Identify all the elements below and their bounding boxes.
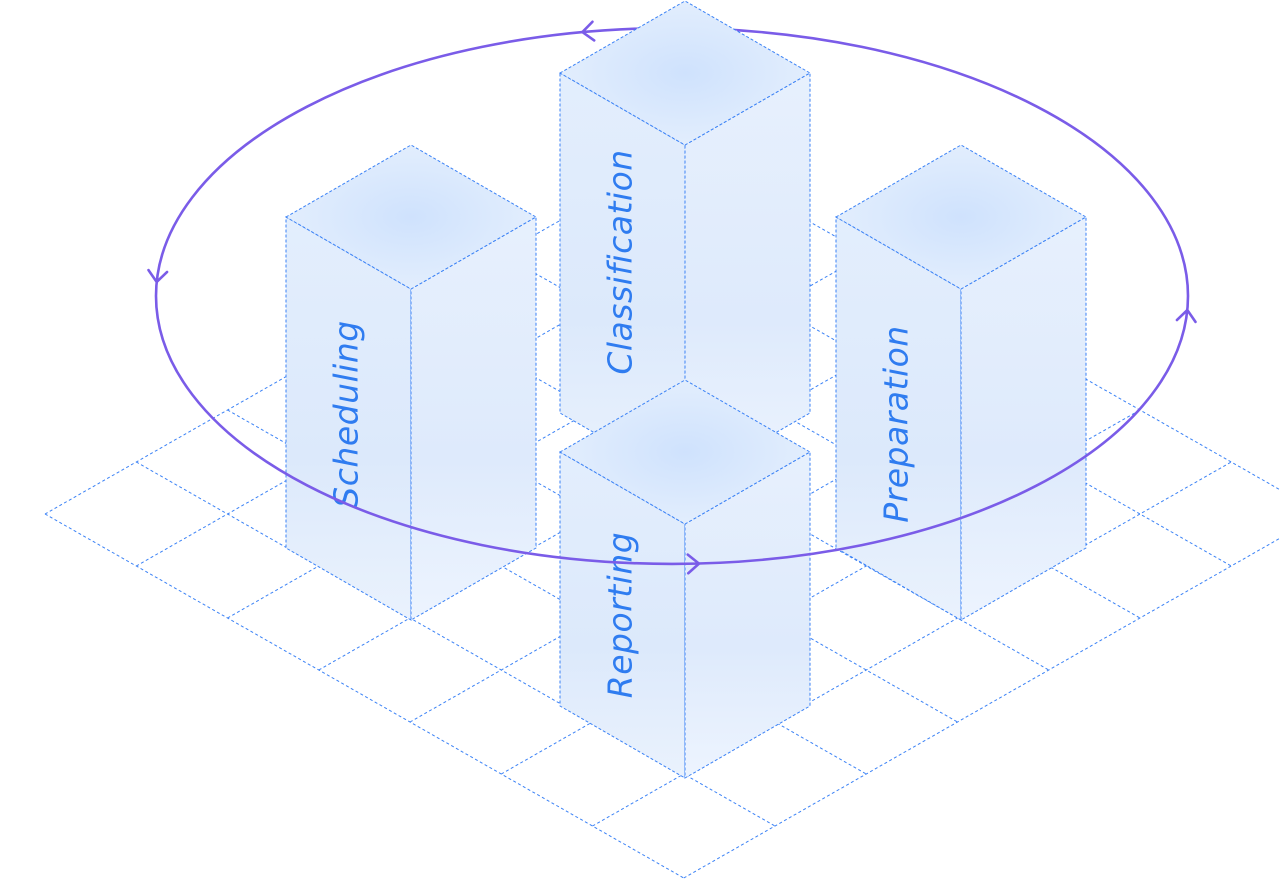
cycle-ring-front — [154, 295, 1197, 575]
grid-line — [44, 513, 684, 879]
pillar-label-scheduling: Scheduling — [327, 320, 366, 507]
pillar-classification: Classification — [558, 0, 812, 486]
pillar-scheduling: Scheduling — [284, 144, 538, 621]
cycle-arrow-left — [147, 268, 169, 284]
pillar-top-face — [834, 144, 1088, 290]
pillar-reporting: Reporting — [558, 379, 812, 779]
pillar-top-face — [558, 0, 812, 146]
pillar-label-preparation: Preparation — [877, 325, 916, 522]
pillar-top-face — [284, 144, 538, 290]
pillar-label-reporting: Reporting — [601, 532, 640, 698]
cycle-arrow-bottom — [686, 553, 701, 575]
pillar-top-face — [558, 379, 812, 525]
pillar-label-classification: Classification — [601, 149, 640, 374]
cycle-arrow-right — [1175, 308, 1197, 324]
cycle-arrow-top — [581, 20, 596, 42]
pillar-preparation: Preparation — [834, 144, 1088, 621]
cycle-ring-arc-front — [154, 295, 1190, 566]
grid-line — [683, 537, 1280, 879]
